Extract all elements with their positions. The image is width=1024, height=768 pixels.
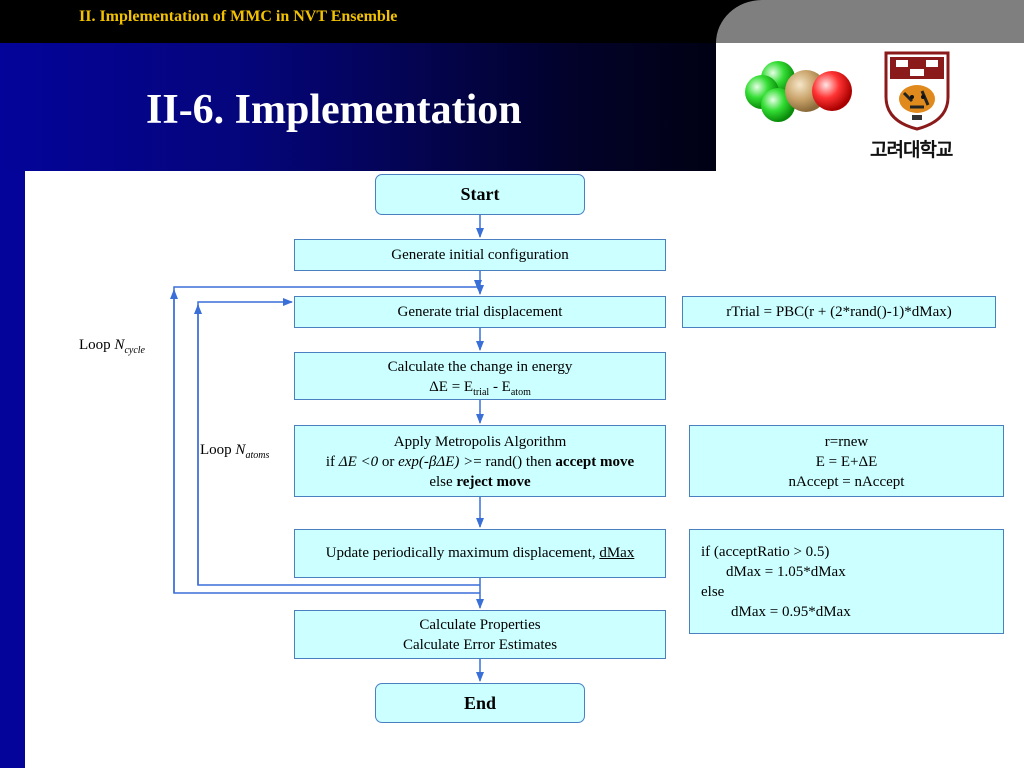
header-gray-cap: [716, 0, 1024, 43]
init-config-label: Generate initial configuration: [391, 247, 569, 263]
logo-area: 고려대학교: [716, 43, 1024, 171]
energy-change-box: Calculate the change in energy ΔE = Etri…: [294, 352, 666, 400]
energy-line1: Calculate the change in energy: [387, 359, 573, 375]
trial-displacement-label: Generate trial displacement: [397, 304, 563, 320]
slide-title: II-6. Implementation: [146, 87, 522, 133]
molecule-icon: [745, 61, 852, 122]
metropolis-line1: Apply Metropolis Algorithm: [393, 434, 567, 450]
section-title: II. Implementation of MMC in NVT Ensembl…: [79, 8, 398, 25]
left-blue-strip: [0, 171, 25, 768]
update-dmax-box: Update periodically maximum displacement…: [294, 529, 666, 578]
university-name: 고려대학교: [870, 139, 953, 161]
metropolis-box: Apply Metropolis Algorithm if ΔE <0 or e…: [294, 425, 666, 497]
properties-line2: Calculate Error Estimates: [402, 637, 558, 653]
end-node: End: [375, 683, 585, 723]
dmax-var: dMax: [599, 545, 635, 561]
loop-natoms-label: Loop Natoms: [200, 442, 270, 461]
rtrial-note: rTrial = PBC(r + (2*rand()-1)*dMax): [682, 296, 996, 328]
trial-displacement-box: Generate trial displacement: [294, 296, 666, 328]
dmax-note: if (acceptRatio > 0.5) dMax = 1.05*dMax …: [689, 529, 1004, 634]
loop-ncycle-label: Loop Ncycle: [79, 337, 145, 356]
properties-box: Calculate Properties Calculate Error Est…: [294, 610, 666, 659]
metropolis-condition: if ΔE <0 or exp(-βΔE) >= rand() then acc…: [325, 454, 635, 470]
start-node: Start: [375, 174, 585, 215]
init-config-box: Generate initial configuration: [294, 239, 666, 271]
start-label: Start: [460, 184, 500, 204]
end-label: End: [463, 693, 497, 713]
properties-line1: Calculate Properties: [419, 617, 541, 633]
accept-note: r=rnew E = E+ΔE nAccept = nAccept: [689, 425, 1004, 497]
metropolis-else: else reject move: [429, 474, 531, 490]
university-crest-icon: [884, 51, 950, 131]
title-panel: [0, 43, 716, 171]
energy-formula: ΔE = Etrial - Eatom: [429, 379, 531, 398]
